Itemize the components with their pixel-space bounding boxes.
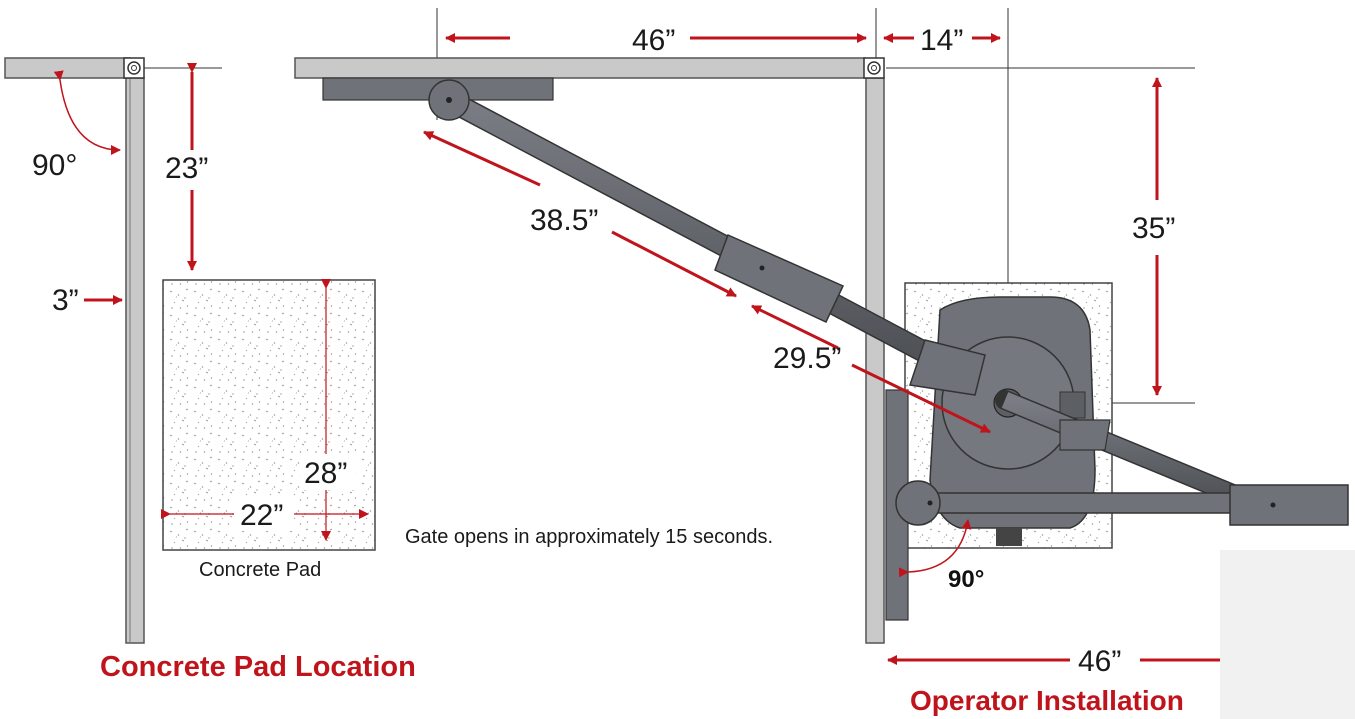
gate-post-left <box>125 77 145 644</box>
timing-note: Gate opens in approximately 15 seconds. <box>405 526 773 548</box>
operator-installation-drawing: 46” 14” 35” <box>294 8 1349 716</box>
left-title: Concrete Pad Location <box>100 651 416 683</box>
operator-arm-open <box>895 480 1349 526</box>
concrete-pad <box>162 279 376 551</box>
gate-leaf-left <box>4 57 131 79</box>
post-to-pad-label: 23” <box>165 152 208 185</box>
gate-to-operator-label: 35” <box>1132 212 1175 245</box>
arm-length-label: 38.5” <box>530 204 598 237</box>
hinge-icon <box>123 57 145 79</box>
right-angle-label: 90° <box>948 566 984 593</box>
gate-leaf-right <box>294 57 866 79</box>
pad-width-label: 22” <box>240 499 283 532</box>
hinge-offset-label: 14” <box>920 24 963 57</box>
opened-arm-span-label: 46” <box>1078 645 1121 678</box>
gate-post-right <box>865 77 885 644</box>
right-title: Operator Installation <box>910 685 1184 716</box>
angle-arc <box>898 519 972 578</box>
gate-opening-width-label: 46” <box>632 24 675 57</box>
pad-length-label: 28” <box>304 457 347 490</box>
operator-arm-closed <box>428 79 1250 507</box>
watermark-panel <box>1220 550 1355 719</box>
pad-location-drawing: 90° 23” 3” 28” 22” Concrete Pad Concrete… <box>4 57 416 683</box>
angle-arc <box>53 70 121 155</box>
hinge-icon <box>863 57 885 79</box>
post-gap-label: 3” <box>52 284 79 317</box>
arm-extension-label: 29.5” <box>773 342 841 375</box>
pad-caption: Concrete Pad <box>199 559 321 581</box>
left-angle-label: 90° <box>32 149 77 182</box>
